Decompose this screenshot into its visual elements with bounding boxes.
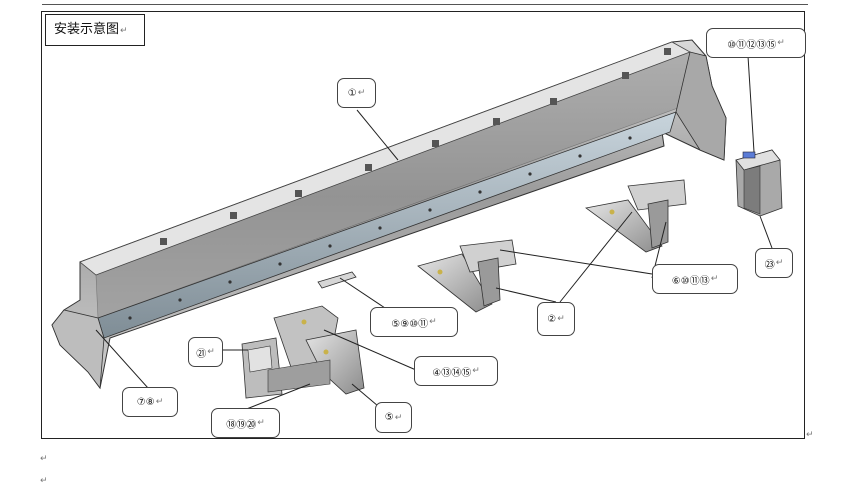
callout-10: ⑱⑲⑳↵	[211, 408, 280, 438]
return-mark: ↵	[394, 412, 403, 423]
return-mark: ↵	[775, 258, 784, 268]
callout-6-label: ⑤⑨⑩⑪	[391, 318, 429, 330]
return-mark: ↵	[207, 347, 215, 357]
cover-plate	[317, 271, 357, 289]
bracket-mid-left	[417, 239, 517, 313]
diagram-frame	[41, 11, 805, 439]
callout-2: ⑩⑪⑫⑬⑮↵	[706, 28, 806, 58]
return-mark: ↵	[429, 317, 437, 327]
frame-return-mark: ↵	[806, 430, 814, 440]
return-mark: ↵	[357, 88, 366, 98]
bracket-lower-left	[241, 305, 365, 399]
callout-7-label: ④⑬⑭⑮	[432, 367, 472, 379]
running-board	[51, 39, 727, 390]
bracket-mid-right	[585, 179, 687, 253]
callout-5-label: ②	[547, 313, 557, 325]
diagram-title-text: 安装示意图	[54, 22, 120, 37]
callout-11: ⑦⑧↵	[122, 387, 178, 417]
return-mark: ↵	[472, 366, 480, 376]
return-mark: ↵	[777, 38, 785, 48]
callout-1: ①↵	[337, 78, 376, 108]
callout-4-label: ⑥⑩⑪⑬	[671, 275, 710, 287]
callout-5: ②↵	[537, 302, 575, 336]
callout-2-label: ⑩⑪⑫⑬⑮	[727, 39, 777, 51]
callout-3-label: ㉓	[764, 259, 775, 271]
return-mark: ↵	[155, 397, 164, 407]
callout-7: ④⑬⑭⑮↵	[414, 356, 498, 386]
callout-9: ㉑↵	[188, 337, 223, 367]
callout-1-label: ①	[347, 87, 357, 99]
end-mount-right	[735, 149, 783, 217]
callout-8: ⑤↵	[375, 402, 412, 433]
page-top-rule	[42, 4, 808, 5]
callout-6: ⑤⑨⑩⑪↵	[370, 307, 458, 337]
callout-8-label: ⑤	[384, 412, 394, 423]
callout-10-label: ⑱⑲⑳	[226, 419, 257, 431]
return-mark: ↵	[257, 418, 265, 428]
callout-11-label: ⑦⑧	[136, 396, 155, 408]
empty-paragraph-mark: ↵	[40, 476, 48, 486]
return-mark: ↵	[710, 274, 719, 284]
callout-3: ㉓↵	[755, 248, 793, 278]
diagram-title: 安装示意图↵	[45, 14, 145, 46]
empty-paragraph-mark: ↵	[40, 454, 48, 464]
callout-4: ⑥⑩⑪⑬↵	[652, 264, 738, 294]
callout-9-label: ㉑	[196, 348, 207, 360]
return-mark: ↵	[557, 314, 565, 324]
leader-lines	[95, 55, 773, 411]
return-mark: ↵	[120, 26, 128, 36]
